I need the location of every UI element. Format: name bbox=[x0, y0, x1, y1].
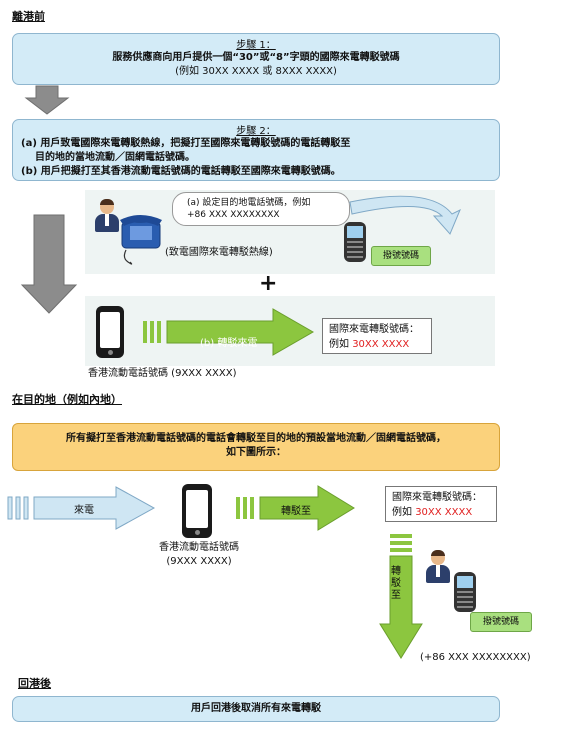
person-icon bbox=[95, 199, 119, 236]
dial-number-callout-dest: 撥號號碼 bbox=[470, 612, 532, 632]
hk-phone-label-dest-line1: 香港流動電話號碼 bbox=[159, 542, 239, 553]
banner-line1: 所有擬打至香港流動電話號碼的電話會轉駁至目的地的預設當地流動／固網電話號碼， bbox=[66, 433, 446, 444]
step1-box: 步驟 1： 服務供應商向用戶提供一個“30”或“8”字頭的國際來電轉駁號碼 (例… bbox=[12, 33, 500, 85]
forward-arrow-dest bbox=[236, 485, 355, 531]
gray-down-arrow-small bbox=[24, 85, 70, 115]
info-value-b: 30XX XXXX bbox=[352, 339, 410, 350]
person-icon-dest bbox=[426, 550, 450, 585]
plus-sign: + bbox=[259, 271, 278, 296]
smartphone-icon-dest bbox=[182, 484, 212, 538]
incoming-label: 來電 bbox=[74, 505, 94, 516]
dial-number-callout: 撥號號碼 bbox=[371, 246, 431, 266]
info-value-dest: 30XX XXXX bbox=[415, 507, 473, 518]
smartphone-icon bbox=[96, 306, 124, 358]
desk-phone-icon bbox=[120, 215, 162, 265]
incoming-arrow bbox=[7, 486, 156, 530]
mobile-phone-icon-dest bbox=[454, 572, 476, 612]
hk-phone-label-dest-line2: (9XXX XXXX) bbox=[166, 556, 232, 567]
step2-title: 步驟 2： bbox=[236, 126, 276, 137]
gray-down-arrow-large bbox=[20, 214, 78, 314]
step2-line3: (b) 用戶把擬打至其香港流動電話號碼的電話轉駁至國際來電轉駁號碼。 bbox=[21, 166, 341, 177]
forwarding-number-box-dest: 國際來電轉駁號碼： 例如 30XX XXXX bbox=[385, 486, 497, 522]
step2-line1: (a) 用戶致電國際來電轉駁熱線，把擬打至國際來電轉駁號碼的電話轉駁至 bbox=[21, 138, 351, 149]
info-title-b: 國際來電轉駁號碼： bbox=[329, 324, 419, 335]
hk-phone-label-b: 香港流動電話號碼 (9XXX XXXX) bbox=[88, 368, 237, 379]
info-prefix-b: 例如 bbox=[329, 339, 353, 350]
section-after-heading: 回港後 bbox=[18, 677, 51, 690]
curved-arrow bbox=[349, 195, 461, 235]
forward-arrow-b bbox=[143, 308, 315, 356]
step1-line1: 服務供應商向用戶提供一個“30”或“8”字頭的國際來電轉駁號碼 bbox=[112, 52, 400, 63]
section-before-heading: 離港前 bbox=[12, 10, 45, 23]
forward-down-arrow bbox=[379, 534, 423, 659]
hotline-label: (致電國際來電轉駁熱線) bbox=[165, 247, 273, 258]
forwarding-number-box-b: 國際來電轉駁號碼： 例如 30XX XXXX bbox=[322, 318, 432, 354]
step1-line2: (例如 30XX XXXX 或 8XXX XXXX) bbox=[175, 66, 337, 77]
destination-number-label: (+86 XXX XXXXXXXX) bbox=[420, 652, 531, 663]
instruction-bubble: (a) 設定目的地電話號碼，例如 +86 XXX XXXXXXXX bbox=[172, 192, 350, 226]
after-box: 用戶回港後取消所有來電轉駁 bbox=[12, 696, 500, 722]
info-line-b: 例如 30XX XXXX bbox=[329, 337, 425, 352]
forward-label-dest: 轉駁至 bbox=[281, 506, 311, 517]
step1-title: 步驟 1： bbox=[236, 40, 276, 51]
forward-label-b: (b) 轉駁來電 bbox=[200, 338, 258, 349]
destination-banner: 所有擬打至香港流動電話號碼的電話會轉駁至目的地的預設當地流動／固網電話號碼， 如… bbox=[12, 423, 500, 471]
bubble-line1: (a) 設定目的地電話號碼，例如 bbox=[187, 198, 311, 208]
step2-line2: 目的地的當地流動／固網電話號碼。 bbox=[35, 152, 195, 163]
mobile-phone-icon bbox=[344, 222, 366, 262]
bubble-line2: +86 XXX XXXXXXXX bbox=[187, 210, 280, 220]
down-label: 轉駁至 bbox=[391, 566, 401, 601]
banner-line2: 如下圖所示： bbox=[226, 447, 286, 458]
section-destination-heading: 在目的地（例如內地） bbox=[12, 393, 122, 406]
step2-box: 步驟 2： (a) 用戶致電國際來電轉駁熱線，把擬打至國際來電轉駁號碼的電話轉駁… bbox=[12, 119, 500, 181]
info-prefix-dest: 例如 bbox=[392, 507, 416, 518]
info-line-dest: 例如 30XX XXXX bbox=[392, 505, 490, 520]
info-title-dest: 國際來電轉駁號碼： bbox=[392, 492, 482, 503]
hk-phone-label-dest: 香港流動電話號碼 (9XXX XXXX) bbox=[145, 541, 253, 569]
